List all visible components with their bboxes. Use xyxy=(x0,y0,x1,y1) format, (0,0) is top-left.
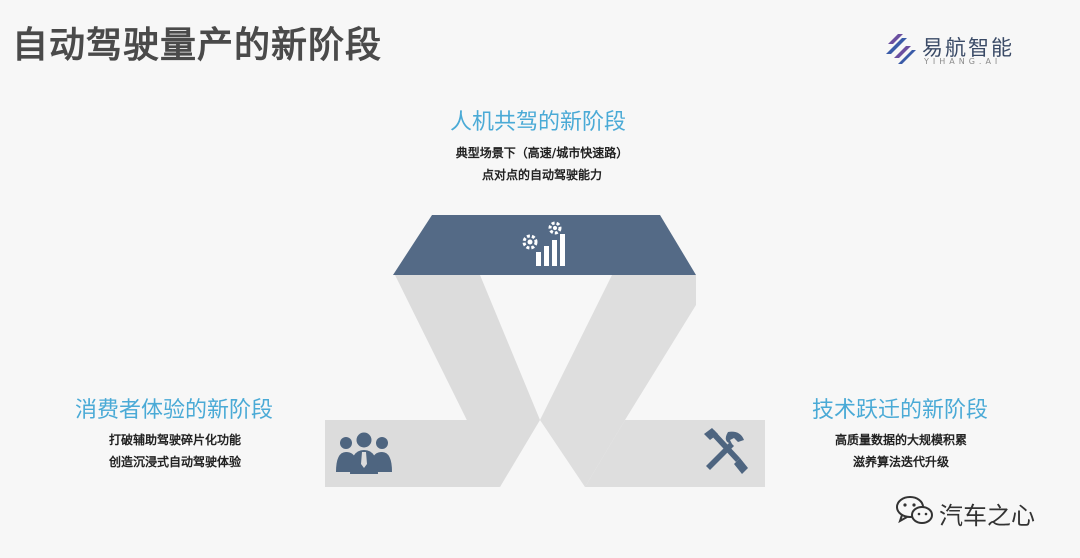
logo-name: 易航智能 xyxy=(922,36,1014,60)
right-stage-line-1: 高质量数据的大规模积累 xyxy=(834,433,968,447)
watermark: 汽车之心 xyxy=(895,494,1035,530)
left-stage-title: 消费者体验的新阶段 xyxy=(74,398,274,423)
wrench-hammer-icon xyxy=(704,428,748,474)
page-title: 自动驾驶量产的新阶段 xyxy=(12,25,383,66)
top-trapezoid xyxy=(393,215,696,275)
top-stage-title: 人机共驾的新阶段 xyxy=(449,110,627,135)
wechat-icon xyxy=(896,496,933,524)
left-stage-line-2: 创造沉浸式自动驾驶体验 xyxy=(108,455,242,469)
left-stage-line-1: 打破辅助驾驶碎片化功能 xyxy=(108,433,242,447)
top-stage-line-2: 点对点的自动驾驶能力 xyxy=(481,168,603,182)
watermark-text: 汽车之心 xyxy=(939,502,1035,530)
gears-bar-chart-icon xyxy=(522,221,565,266)
left-diagonal-band xyxy=(395,275,540,487)
top-stage-line-1: 典型场景下（高速/城市快速路） xyxy=(455,146,629,160)
yihang-logo-icon xyxy=(886,34,916,64)
logo: 易航智能 YIHANG.AI xyxy=(882,30,1032,70)
right-diagonal-band xyxy=(540,275,696,487)
logo-subtitle: YIHANG.AI xyxy=(924,57,1002,66)
people-group-icon xyxy=(336,432,392,474)
right-stage-title: 技术跃迁的新阶段 xyxy=(811,398,989,423)
right-stage-line-2: 滋养算法迭代升级 xyxy=(852,455,950,469)
